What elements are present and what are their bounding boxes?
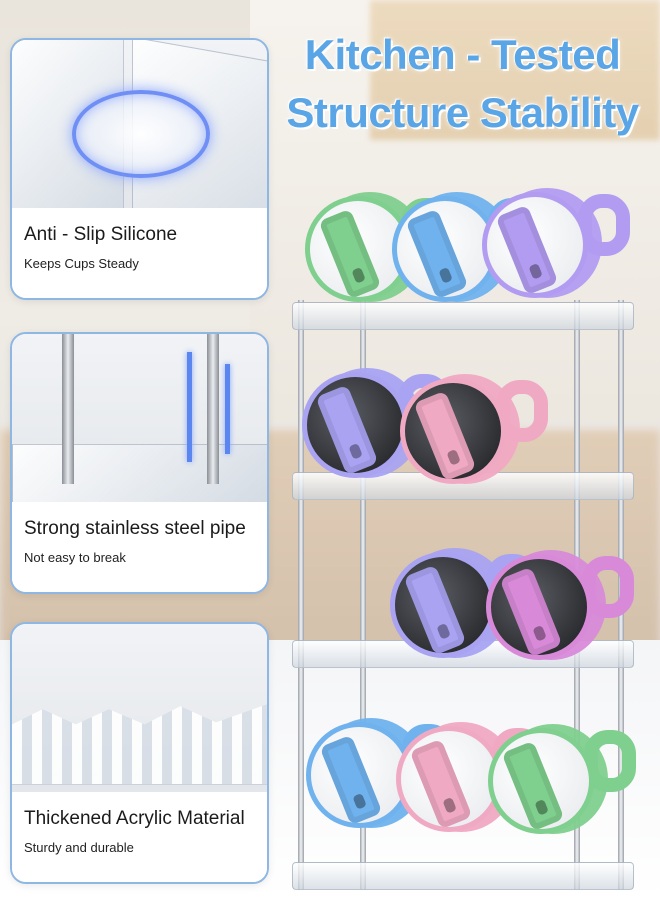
headline-line-2: Structure Stability xyxy=(286,89,639,136)
rack-post xyxy=(360,300,366,890)
feature-card-anti-slip: Anti - Slip Silicone Keeps Cups Steady xyxy=(10,38,269,300)
wavy-acrylic-shelf xyxy=(12,704,267,785)
feature-card-steel-pipe: Strong stainless steel pipe Not easy to … xyxy=(10,332,269,594)
tumbler-purple xyxy=(482,188,630,306)
tumbler-green xyxy=(488,724,636,842)
acrylic-base xyxy=(12,444,267,506)
feature-photo-acrylic-shelf xyxy=(12,624,267,792)
feature-card-acrylic: Thickened Acrylic Material Sturdy and du… xyxy=(10,622,269,884)
feature-subtitle: Keeps Cups Steady xyxy=(24,256,139,271)
headline: Kitchen - Tested Structure Stability xyxy=(270,26,655,142)
rack-shelf xyxy=(292,862,634,890)
feature-title: Strong stainless steel pipe xyxy=(24,518,246,539)
rack-post xyxy=(298,300,304,890)
feature-subtitle: Not easy to break xyxy=(24,550,126,565)
feature-photo-steel-pipe xyxy=(12,334,267,506)
headline-line-1: Kitchen - Tested xyxy=(304,31,621,78)
silicone-pad-highlight xyxy=(72,90,210,178)
feature-photo-silicone-pad xyxy=(12,40,267,245)
feature-caption: Thickened Acrylic Material Sturdy and du… xyxy=(12,792,267,882)
feature-subtitle: Sturdy and durable xyxy=(24,840,134,855)
feature-title: Anti - Slip Silicone xyxy=(24,224,178,245)
tumbler-pink xyxy=(400,374,548,492)
background-cabinet xyxy=(370,0,660,140)
steel-pipe xyxy=(62,334,74,484)
feature-caption: Anti - Slip Silicone Keeps Cups Steady xyxy=(12,208,267,298)
pipe-highlight xyxy=(225,364,230,454)
steel-pipe xyxy=(207,334,219,484)
feature-title: Thickened Acrylic Material xyxy=(24,808,245,829)
rack-shelf xyxy=(292,302,634,330)
pipe-highlight xyxy=(187,352,192,462)
tumbler-magenta xyxy=(486,550,634,668)
feature-caption: Strong stainless steel pipe Not easy to … xyxy=(12,502,267,592)
